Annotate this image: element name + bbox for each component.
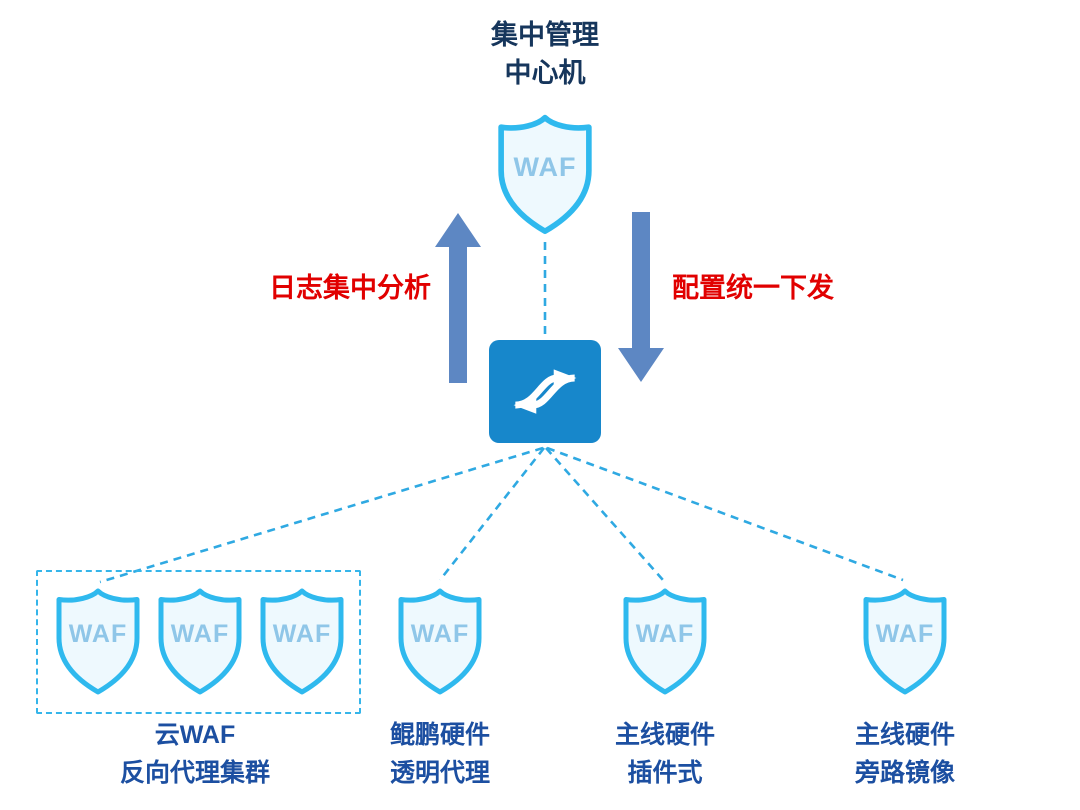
group-label-mainline-mirror: 主线硬件 旁路镜像 bbox=[805, 716, 1005, 792]
waf-shield-cluster-2: WAF bbox=[150, 586, 250, 698]
shield-waf-label: WAF bbox=[875, 619, 935, 648]
waf-shield-cluster-1: WAF bbox=[48, 586, 148, 698]
group-label-kunpeng: 鲲鹏硬件 透明代理 bbox=[340, 716, 540, 792]
shield-waf-label: WAF bbox=[635, 619, 695, 648]
down-arrow-icon bbox=[618, 212, 664, 382]
group-label-line2: 旁路镜像 bbox=[854, 759, 955, 787]
shield-waf-label: WAF bbox=[68, 619, 128, 648]
central-waf-shield: WAF bbox=[487, 112, 603, 238]
group-label-line1: 鲲鹏硬件 bbox=[389, 721, 490, 749]
group-label-line2: 透明代理 bbox=[389, 759, 490, 787]
up-arrow-icon bbox=[435, 213, 481, 383]
connector-to-mainline-mirror bbox=[546, 446, 904, 582]
connector-to-cloud-cluster bbox=[99, 446, 544, 584]
shield-waf-label: WAF bbox=[170, 619, 230, 648]
connector-to-mainline-plugin bbox=[545, 447, 664, 581]
shield-waf-label: WAF bbox=[513, 151, 577, 182]
group-label-line1: 云WAF bbox=[154, 721, 236, 749]
shield-waf-label: WAF bbox=[272, 619, 332, 648]
waf-shield-mainline-plugin: WAF bbox=[615, 586, 715, 698]
group-label-cloud-waf: 云WAF 反向代理集群 bbox=[45, 716, 345, 792]
header-line2: 中心机 bbox=[504, 58, 586, 88]
flow-label-config-dispatch: 配置统一下发 bbox=[672, 273, 834, 303]
switch-icon bbox=[489, 340, 601, 443]
waf-shield-cluster-3: WAF bbox=[252, 586, 352, 698]
group-label-mainline-plugin: 主线硬件 插件式 bbox=[565, 716, 765, 792]
group-label-line2: 反向代理集群 bbox=[119, 759, 270, 787]
group-label-line1: 主线硬件 bbox=[614, 721, 715, 749]
page-title: 集中管理 中心机 bbox=[390, 16, 700, 92]
waf-shield-mainline-mirror: WAF bbox=[855, 586, 955, 698]
group-label-line2: 插件式 bbox=[627, 759, 703, 787]
connector-to-kunpeng bbox=[438, 447, 546, 581]
waf-shield-kunpeng: WAF bbox=[390, 586, 490, 698]
crossover-arrows-icon bbox=[513, 368, 577, 414]
cloud-waf-cluster-box bbox=[36, 570, 361, 714]
group-label-line1: 主线硬件 bbox=[854, 721, 955, 749]
header-line1: 集中管理 bbox=[491, 20, 599, 50]
flow-label-log-analysis: 日志集中分析 bbox=[269, 273, 431, 303]
shield-waf-label: WAF bbox=[410, 619, 470, 648]
